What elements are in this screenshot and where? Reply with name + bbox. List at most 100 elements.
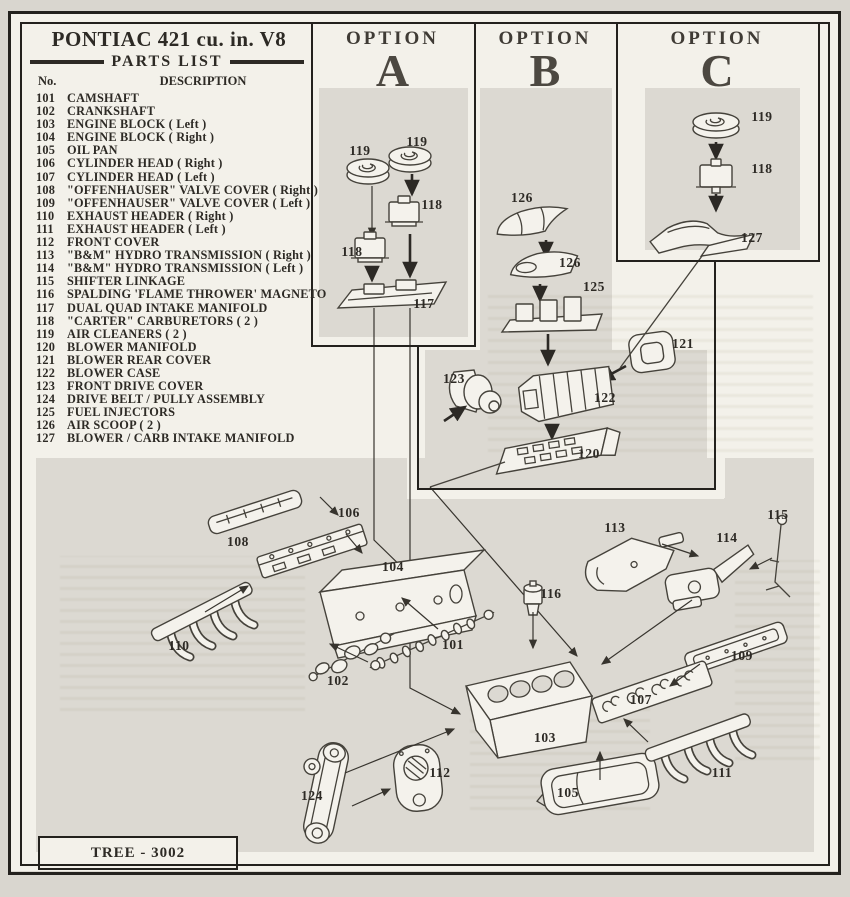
part-no: 121	[36, 352, 56, 367]
parts-list-row: 126 AIR SCOOP ( 2 )	[30, 419, 308, 432]
cylinder-head-106-drawing	[256, 523, 368, 579]
option-c-bottom-border	[616, 260, 820, 262]
part-no: 108	[36, 182, 56, 197]
camshaft-101-drawing	[369, 609, 495, 671]
part-label-110: 110	[168, 638, 190, 653]
parts-list-row: 124 DRIVE BELT / PULLY ASSEMBLY	[30, 393, 308, 406]
part-desc: BLOWER MANIFOLD	[67, 339, 197, 354]
assembly-arrow	[623, 718, 649, 743]
part-no: 117	[36, 300, 55, 315]
part-no: 126	[36, 418, 56, 433]
gap-strip	[407, 455, 417, 498]
front-drive-cover-123-drawing	[448, 369, 502, 414]
option-c-word: OPTION	[670, 28, 764, 49]
engine-block-left-103-drawing	[464, 661, 594, 759]
fuel-injectors-125-drawing	[500, 296, 604, 333]
intake-manifold-117-drawing	[336, 279, 448, 309]
part-label-116: 116	[540, 586, 562, 601]
part-no: 119	[36, 326, 55, 341]
valve-cover-109-drawing	[684, 621, 788, 675]
parts-list-header: No. DESCRIPTION	[30, 74, 308, 89]
assembly-arrow	[204, 585, 250, 613]
tree-number-label: TREE - 3002	[90, 844, 186, 861]
blower-rear-cover-121-drawing	[628, 330, 676, 374]
option-b-left-border	[417, 345, 419, 490]
assembly-arrow	[748, 557, 773, 570]
part-label-125: 125	[582, 279, 606, 294]
part-no: 103	[36, 117, 56, 132]
part-no: 125	[36, 405, 56, 420]
part-no: 122	[36, 365, 56, 380]
option-c-header: OPTION C	[616, 28, 818, 96]
magneto-116-drawing	[523, 580, 543, 616]
parts-list-row: 114"B&M" HYDRO TRANSMISSION ( Left )	[30, 262, 308, 275]
option-c-right-border	[818, 22, 820, 260]
parts-list-row: 109"OFFENHAUSER" VALVE COVER ( Left )	[30, 196, 310, 210]
connector-line-option-c	[619, 255, 703, 369]
option-c-letter: C	[700, 45, 734, 96]
part-desc: "B&M" HYDRO TRANSMISSION ( Right )	[67, 248, 311, 263]
part-label-118: 118	[421, 197, 443, 212]
connector-line	[429, 461, 506, 488]
bleed-through-texture	[60, 556, 305, 711]
part-label-122: 122	[593, 390, 617, 405]
part-no: 110	[36, 208, 55, 223]
part-no: 101	[36, 91, 56, 105]
crankshaft-102-drawing	[308, 632, 395, 682]
part-desc: FRONT DRIVE COVER	[67, 379, 204, 394]
part-desc: FUEL INJECTORS	[67, 405, 176, 420]
assembly-arrow	[344, 728, 456, 774]
part-desc: CAMSHAFT	[67, 91, 139, 105]
part-no: 112	[36, 235, 55, 250]
part-label-123: 123	[442, 371, 466, 386]
transmission-right-113-drawing	[584, 531, 685, 592]
part-desc: AIR SCOOP ( 2 )	[67, 418, 161, 433]
part-label-126: 126	[558, 255, 582, 270]
carburetor-118-left-drawing	[351, 231, 389, 263]
part-label-115: 115	[767, 507, 789, 522]
connector-line-option-a	[409, 308, 462, 715]
part-label-119: 119	[406, 134, 428, 149]
part-no: 124	[36, 392, 56, 407]
part-no: 113	[36, 248, 55, 263]
valve-cover-108-drawing	[207, 489, 303, 535]
parts-list-row: 118"CARTER" CARBURETORS ( 2 )	[30, 313, 308, 328]
exhaust-header-left-111-drawing	[644, 713, 757, 784]
part-label-105: 105	[556, 785, 580, 800]
assembly-arrow	[351, 788, 392, 807]
part-label-121: 121	[671, 336, 695, 351]
part-desc: "CARTER" CARBURETORS ( 2 )	[67, 313, 259, 328]
air-cleaner-119-right-drawing	[388, 146, 432, 173]
parts-list-subtitle-row: PARTS LIST	[30, 53, 305, 71]
air-cleaner-119-left-drawing	[346, 158, 390, 185]
column-description: DESCRIPTION	[159, 74, 247, 88]
part-desc: AIR CLEANERS ( 2 )	[67, 326, 187, 341]
bleed-through-texture	[735, 560, 820, 760]
part-desc: DRIVE BELT / PULLY ASSEMBLY	[67, 392, 266, 407]
part-label-119: 119	[349, 143, 371, 158]
assembly-arrow	[345, 533, 363, 554]
air-scoop-126-bottom-drawing	[509, 251, 579, 278]
assembly-arrow	[328, 643, 369, 663]
option-b-letter: B	[529, 45, 561, 96]
parts-list-row: 125 FUEL INJECTORS	[30, 406, 308, 419]
part-desc: ENGINE BLOCK ( Right )	[67, 130, 215, 145]
part-desc: OIL PAN	[67, 143, 118, 158]
part-desc: ENGINE BLOCK ( Left )	[67, 117, 207, 132]
assembly-arrow	[401, 597, 439, 630]
parts-list-subtitle: PARTS LIST	[111, 53, 223, 70]
tree-number-box: TREE - 3002	[38, 836, 238, 870]
blower-case-122-drawing	[517, 365, 615, 423]
option-b-bottom-border	[417, 488, 716, 490]
gap-strip	[407, 490, 724, 499]
